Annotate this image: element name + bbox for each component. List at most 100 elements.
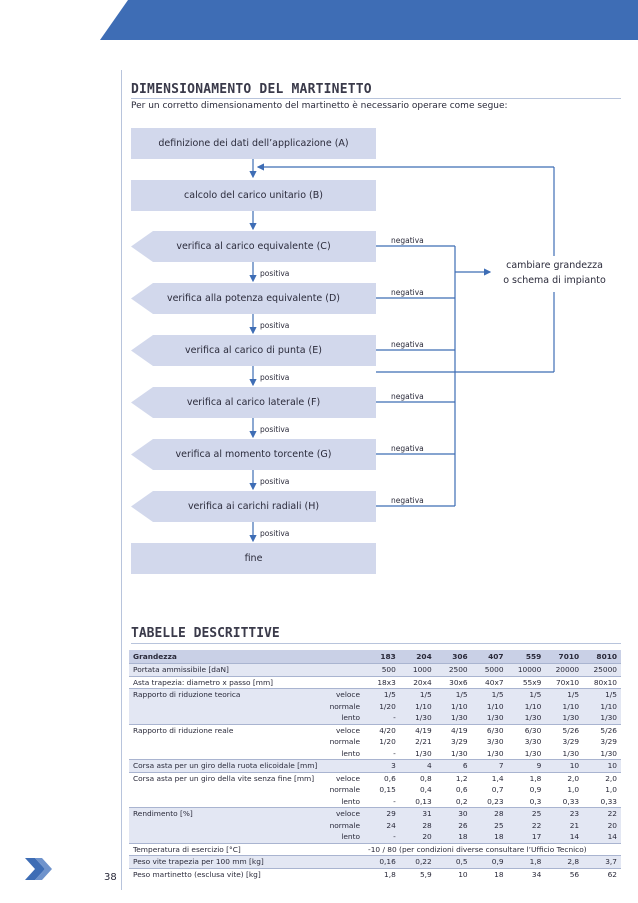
table-cell: 28 [399,819,436,831]
table-cell: 6/30 [471,723,508,736]
change-size-line1: cambiare grandezza [506,260,603,271]
table-cell: 14 [583,831,621,843]
row-variant: veloce [321,723,365,736]
table-cell: 10 [435,867,472,880]
table-cell: - [364,831,400,843]
table-cell: 29 [364,807,400,820]
table-cell: 22 [507,819,546,831]
row-label: Rendimento [%] [129,807,322,820]
table-cell: 0,9 [529,785,542,794]
table-cell: 26 [435,819,472,831]
table-cell: 1/30 [524,748,542,758]
table-cell: 1,8 [364,867,400,880]
table-cell: 56 [545,867,584,880]
table-cell: 25 [507,807,546,820]
negative-label: negativa [391,288,424,297]
table-cell: 0,6 [364,771,400,784]
table-cell: 0,6 [455,785,468,794]
table-cell: 40x7 [471,675,508,689]
row-variant [321,867,365,880]
row-label: Rapporto di riduzione reale [129,723,322,736]
table-cell: 25 [471,819,508,831]
change-size-note: cambiare grandezza o schema di impianto [492,258,617,288]
table-cell: 0,3 [529,796,542,806]
table-cell: 10 [545,759,584,772]
table-cell: 0,23 [487,796,504,806]
table-cell: 0,2 [455,796,468,806]
row-label: Temperatura di esercizio [°C] [129,842,322,856]
flow-check-g: verifica al momento torcente (G) [131,439,376,470]
table-cell: 0,13 [415,796,432,806]
table-cell: 1/30 [471,712,508,724]
table-cell: 22 [583,807,621,820]
table-cell: 5,9 [399,867,436,880]
table-header-row: Grandezza 183 204 306 407 559 7010 8010 [129,650,621,664]
row-span-value: -10 / 80 (per condizioni diverse consult… [364,842,621,856]
flow-check-label: verifica alla potenza equivalente (D) [166,293,341,304]
row-label [129,736,321,748]
table-cell: 1/30 [451,748,468,758]
table-cell: 1/10 [399,700,436,712]
flow-calc-box: calcolo del carico unitario (B) [131,180,376,211]
table-cell: 1/30 [600,748,617,758]
negative-label: negativa [391,444,424,453]
row-label: Portata ammissibile [daN] [129,663,322,676]
flowchart-connectors [249,159,555,543]
table-cell: 500 [364,663,400,676]
flow-start-label: definizione dei dati dell’applicazione (… [158,138,349,149]
table-cell: 24 [364,819,400,831]
row-label: Peso vite trapezia per 100 mm [kg] [129,855,322,868]
table-cell: 0,16 [364,855,400,868]
row-variant: normale [329,737,361,746]
table-cell: 20 [399,831,436,843]
row-variant: normale [321,700,365,712]
table-cell: 9 [507,759,546,772]
table-row: Asta trapezia: diametro x passo [mm]18x3… [129,675,621,689]
positive-label: positiva [260,529,290,538]
table-cell: 1,2 [435,771,472,784]
flow-check-label: verifica al carico di punta (E) [185,345,322,356]
flow-check-e: verifica al carico di punta (E) [131,335,376,366]
table-cell: 10 [583,759,621,772]
row-label [129,796,321,808]
flow-end-box: fine [131,543,376,574]
table-cell: 20 [583,819,621,831]
positive-label: positiva [260,373,290,382]
change-size-line2: o schema di impianto [503,275,606,286]
negative-label: negativa [391,340,424,349]
table-cell: 1,0 [605,785,617,794]
table-cell: 6 [435,759,472,772]
table-cell: 0,8 [399,771,436,784]
table-cell: 0,33 [562,796,580,806]
table-cell: 1/5 [507,688,546,701]
table-cell: 3/29 [451,737,468,746]
table-cell: 1/20 [379,737,396,746]
table-cell: 0,9 [471,855,508,868]
tables-title: TABELLE DESCRITTIVE [131,626,280,641]
row-label [129,700,322,712]
section-title: DIMENSIONAMENTO DEL MARTINETTO [131,82,372,97]
table-cell: 34 [507,867,546,880]
table-cell: 1,8 [507,771,546,784]
table-cell: 1,4 [471,771,508,784]
table-cell: 7 [471,759,508,772]
table-cell: 0,15 [379,785,396,794]
table-cell: 1/5 [471,688,508,701]
flow-check-d: verifica alla potenza equivalente (D) [131,283,376,314]
negative-label: negativa [391,392,424,401]
table-cell: 1/30 [545,712,584,724]
table-cell: 30 [435,807,472,820]
table-cell: 23 [545,807,584,820]
table-cell: 0,22 [399,855,436,868]
table-cell: 4/20 [364,723,400,736]
row-variant: veloce [321,688,365,701]
table-cell: 20x4 [399,675,436,689]
table-cell: 1,8 [507,855,546,868]
